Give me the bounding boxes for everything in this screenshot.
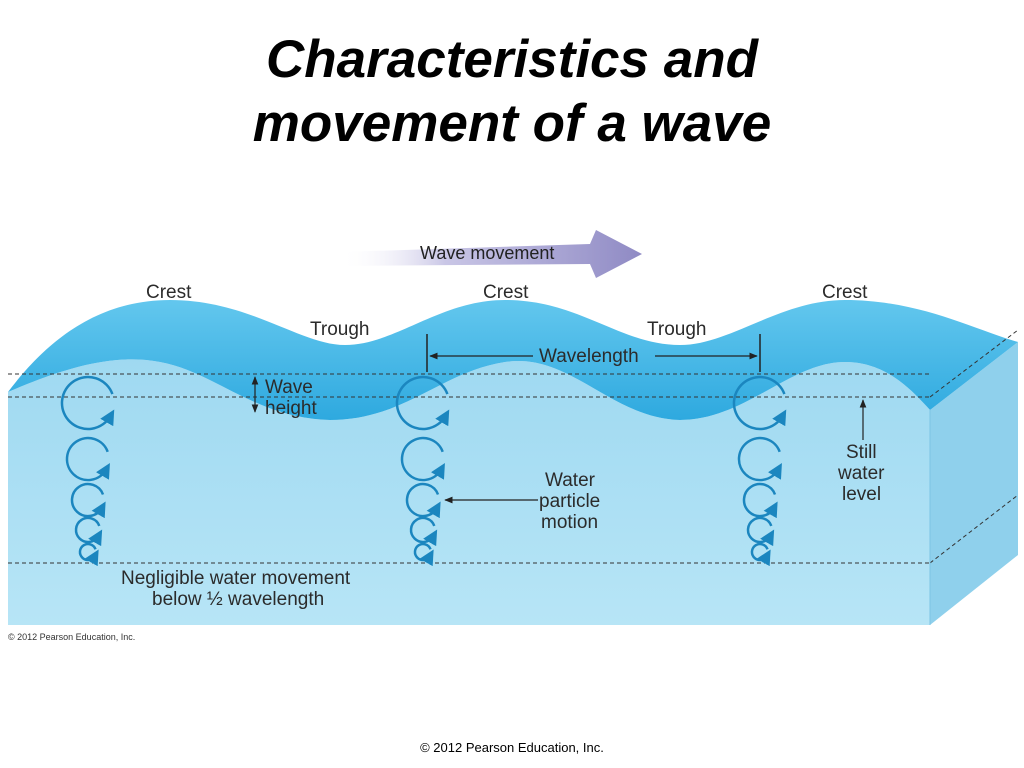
orbit-circle: [60, 375, 115, 431]
water-front-face: [8, 359, 930, 625]
wavelength-label: Wavelength: [539, 346, 639, 367]
orbit-circle: [746, 516, 775, 547]
wave-height-label-line1: Wave: [265, 377, 313, 398]
trough-label-1: Trough: [310, 319, 370, 340]
trough-label-2: Trough: [647, 319, 707, 340]
orbit-circle: [732, 375, 787, 431]
title-line-1: Characteristics and: [266, 30, 758, 89]
still-water-label-line1: Still: [846, 442, 877, 463]
orbit-circle: [737, 436, 782, 482]
wave-movement-arrow: [340, 230, 642, 278]
orbit-circle: [413, 542, 434, 567]
still-water-line-side: [929, 329, 1019, 398]
crest-label-1: Crest: [146, 282, 192, 303]
negligible-label-line1: Negligible water movement: [121, 568, 351, 589]
orbit-circle: [70, 482, 106, 519]
orbit-circle: [405, 482, 441, 519]
particle-label-line3: motion: [541, 512, 598, 533]
particle-label-line2: particle: [539, 491, 600, 512]
wave-surface: [8, 300, 1018, 420]
image-credit: © 2012 Pearson Education, Inc.: [8, 632, 135, 642]
negligible-label-line2: below ½ wavelength: [152, 589, 324, 610]
orbit-circle: [395, 375, 450, 431]
orbit-column-2: [395, 375, 450, 567]
orbit-column-3: [732, 375, 787, 567]
negligible-depth-line-side: [929, 494, 1019, 564]
orbit-circle: [750, 542, 771, 567]
orbit-circle: [74, 516, 103, 547]
slide-title: Characteristics and movement of a wave: [0, 28, 1024, 156]
orbit-circle: [742, 482, 778, 519]
crest-label-3: Crest: [822, 282, 868, 303]
slide-footer: © 2012 Pearson Education, Inc.: [420, 740, 604, 755]
orbit-circle: [400, 436, 445, 482]
still-water-label-line3: level: [842, 484, 881, 505]
orbit-circle: [65, 436, 110, 482]
title-line-2: movement of a wave: [252, 94, 772, 153]
still-water-label-line2: water: [837, 463, 885, 484]
orbit-circle: [409, 516, 438, 547]
water-side-face: [930, 342, 1018, 625]
crest-label-2: Crest: [483, 282, 529, 303]
wave-movement-label: Wave movement: [420, 243, 554, 263]
wave-height-label-line2: height: [265, 398, 317, 419]
particle-label-line1: Water: [545, 470, 596, 491]
orbit-column-1: [60, 375, 115, 567]
orbit-circle: [78, 542, 99, 567]
